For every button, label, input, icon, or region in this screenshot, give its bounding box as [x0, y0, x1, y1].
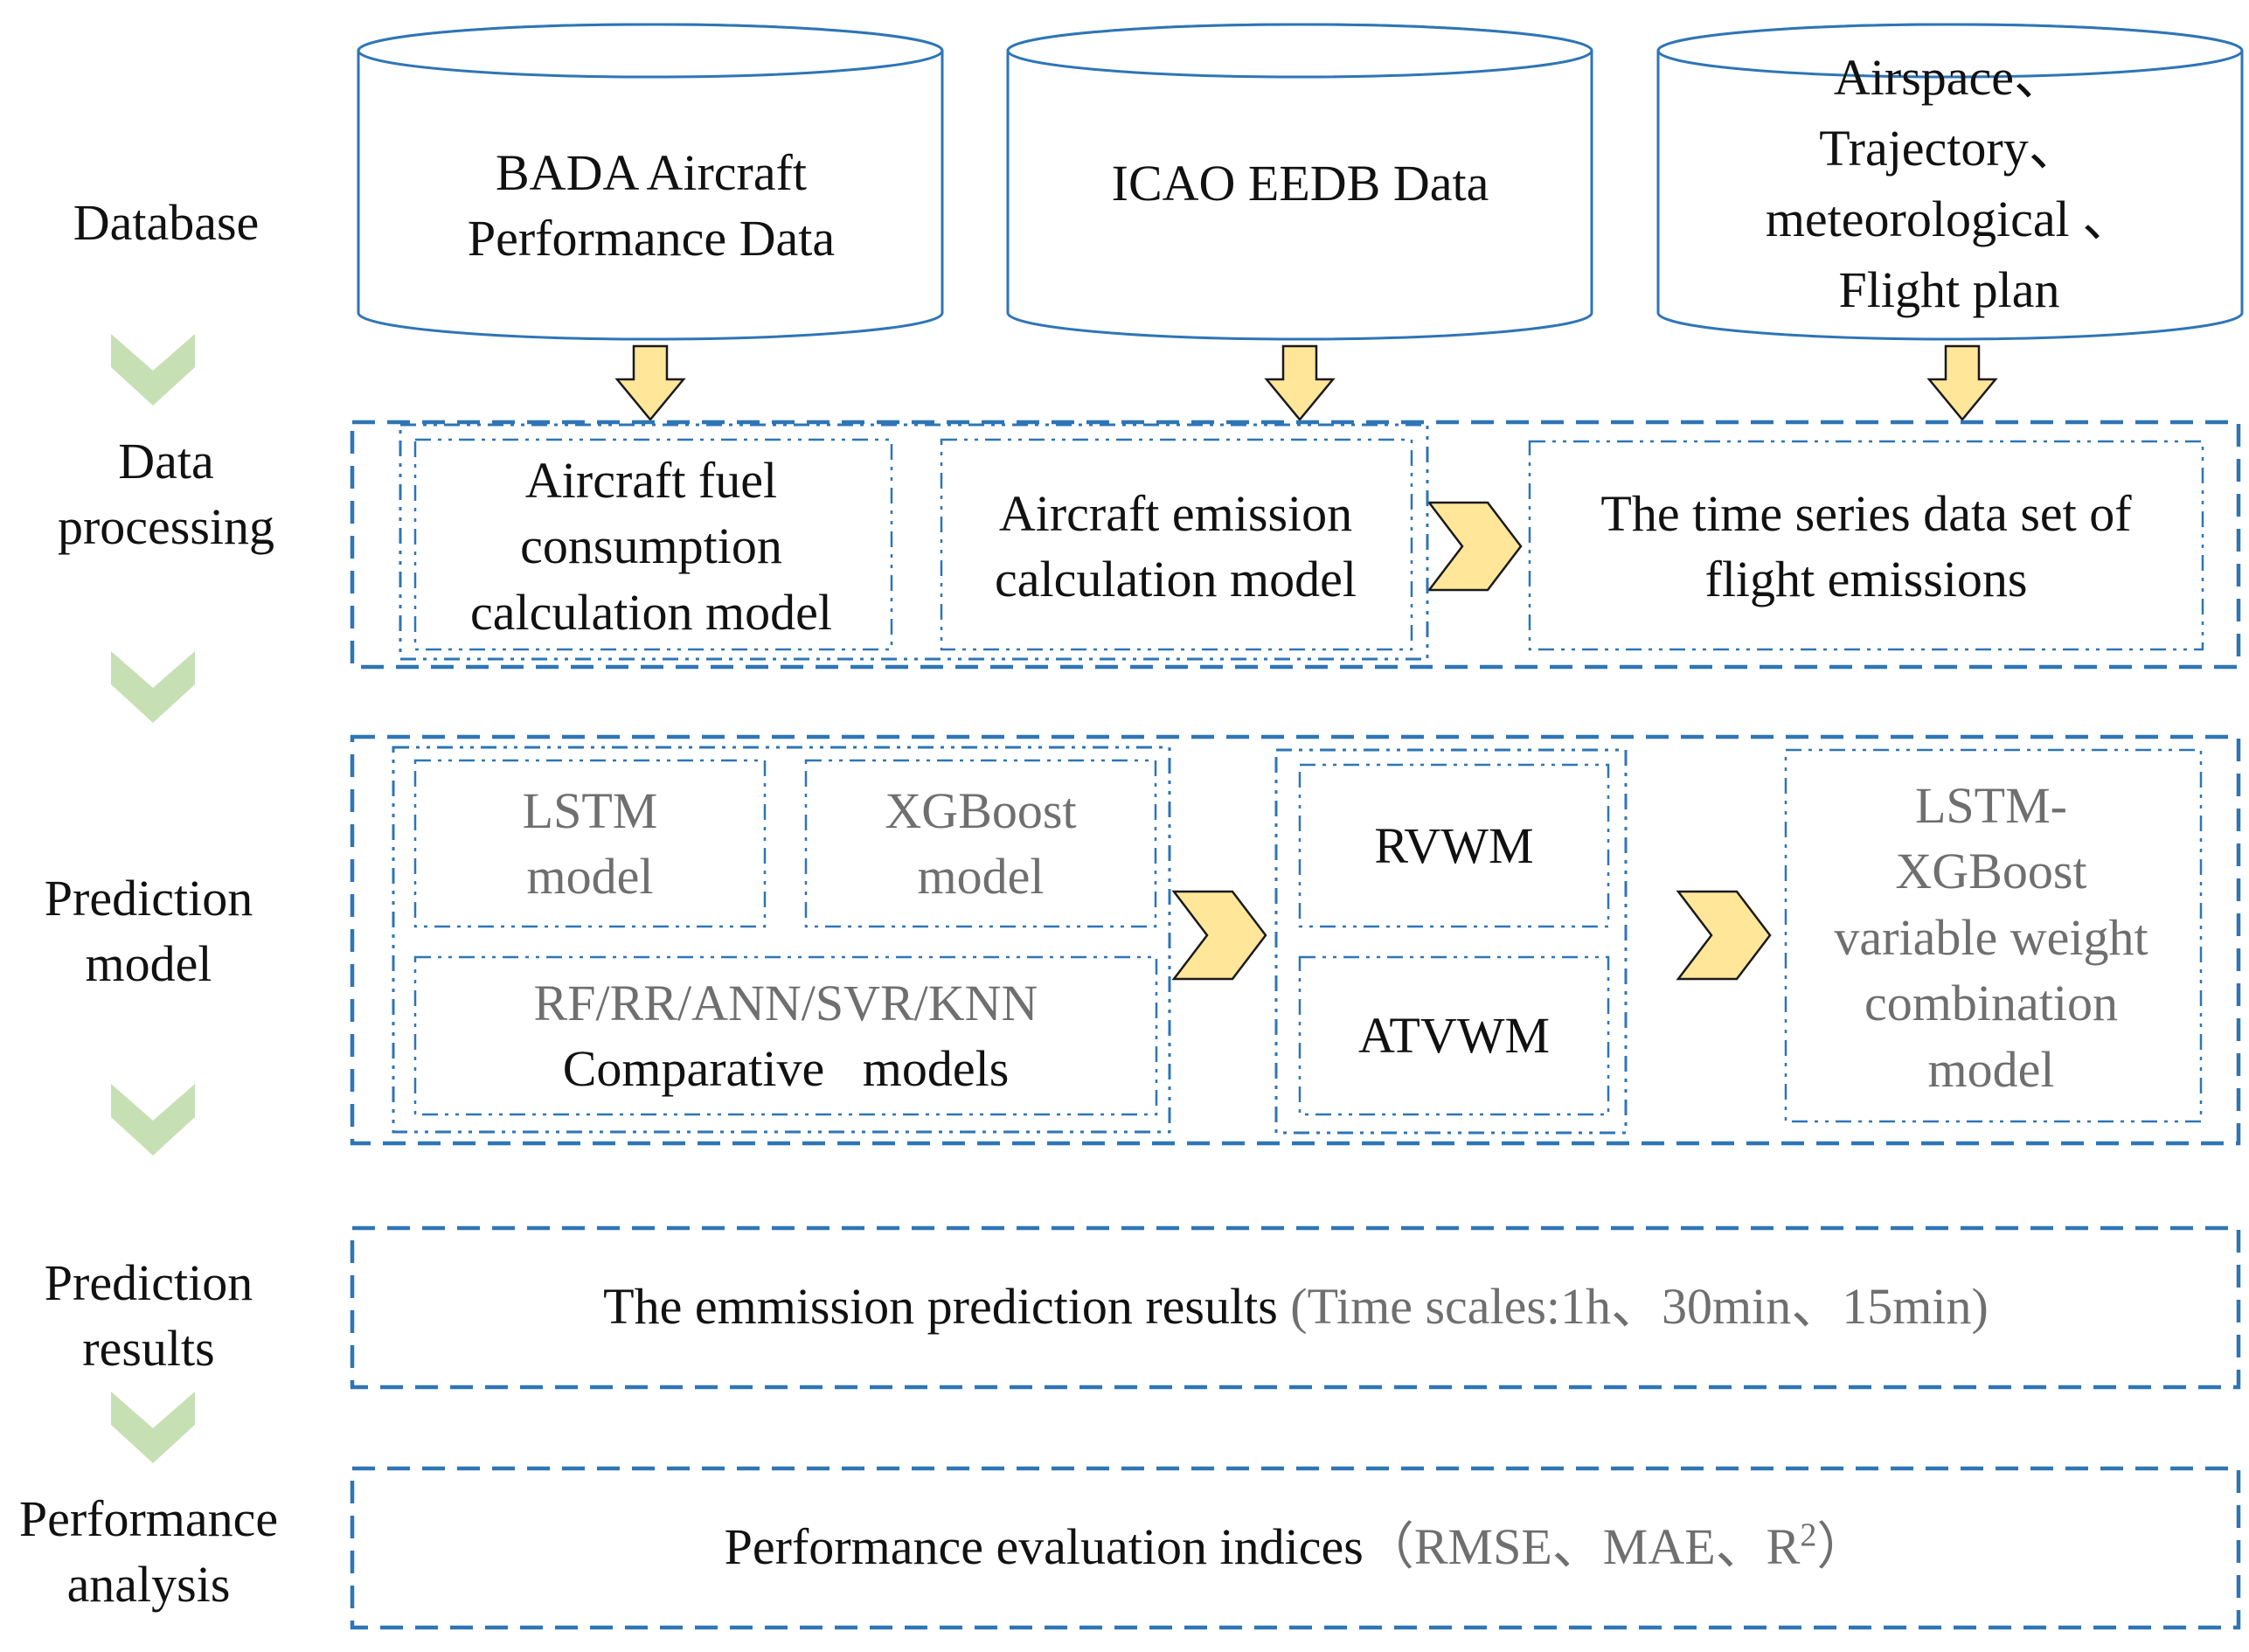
- down-arrow-bada: [614, 344, 686, 421]
- stage-label-database: Database: [73, 194, 260, 252]
- right-chevron-combination: [1676, 890, 1772, 981]
- atvwm-box: [1298, 955, 1610, 1116]
- down-arrow-airspace: [1926, 344, 1998, 421]
- base-models-group: [392, 746, 1171, 1134]
- database-airspace-label: Airspace、 Trajectory、 meteorological 、 F…: [1765, 48, 2134, 319]
- performance-analysis-box: [350, 1466, 2241, 1630]
- time-series-dataset-box: [1528, 440, 2204, 651]
- right-chevron-processing: [1426, 501, 1523, 592]
- stage-chevron-3: [111, 1084, 195, 1156]
- xgboost-model-box: [804, 759, 1157, 928]
- stage-chevron-4: [111, 1392, 195, 1463]
- right-chevron-models: [1171, 890, 1267, 981]
- xgboost-model-label: XGBoost model: [885, 781, 1077, 905]
- data-processing-outer-box: [350, 420, 2241, 670]
- data-processing-models-group: [399, 423, 1429, 661]
- down-arrow-icao: [1264, 344, 1336, 421]
- weighting-methods-group: [1274, 748, 1628, 1135]
- prediction-model-outer-box: [350, 734, 2241, 1146]
- stage-label-prediction-results: Prediction results: [44, 1253, 253, 1377]
- fuel-consumption-model-box: [413, 438, 893, 651]
- database-icao-cylinder-top: [1006, 23, 1593, 79]
- emission-calculation-model-box: [940, 438, 1413, 651]
- comparative-models-label: RF/RR/ANN/SVR/KNN Comparative models: [415, 957, 1156, 1114]
- combination-model-label: LSTM- XGBoost variable weight combinatio…: [1834, 777, 2148, 1098]
- prediction-results-box: [350, 1225, 2241, 1390]
- stage-chevron-2: [111, 651, 195, 723]
- lstm-model-label: LSTM model: [522, 781, 658, 905]
- time-series-dataset-label: The time series data set of flight emiss…: [1600, 484, 2132, 607]
- fuel-consumption-model-label: Aircraft fuel consumption calculation mo…: [470, 451, 832, 641]
- performance-indices-list: （RMSE、MAE、R2）: [1364, 1514, 1868, 1579]
- stage-label-performance-analysis: Performance analysis: [18, 1489, 279, 1613]
- stage-label-prediction-model: Prediction model: [44, 869, 253, 992]
- database-icao-label: ICAO EEDB Data: [1111, 155, 1489, 212]
- comparative-models-box: [413, 955, 1158, 1116]
- rvwm-label: RVWM: [1374, 816, 1534, 874]
- stage-label-data-processing: Data processing: [57, 432, 275, 555]
- comparative-models-list: RF/RR/ANN/SVR/KNN: [533, 974, 1038, 1031]
- atvwm-label: ATVWM: [1357, 1007, 1551, 1065]
- performance-indices-metrics: （RMSE、MAE、R: [1363, 1518, 1801, 1576]
- comparative-models-caption: Comparative models: [562, 1040, 1010, 1097]
- performance-indices-text: Performance evaluation indices（RMSE、MAE、…: [354, 1468, 2238, 1626]
- lstm-model-box: [413, 759, 767, 928]
- database-airspace-cylinder-top: [1656, 23, 2244, 79]
- database-bada-label: BADA Aircraft Performance Data: [467, 143, 836, 267]
- prediction-results-text: The emmission prediction results (Time s…: [354, 1228, 2238, 1385]
- emission-calculation-model-label: Aircraft emission calculation model: [995, 484, 1357, 607]
- r-squared-superscript: 2: [1800, 1517, 1817, 1554]
- rvwm-box: [1298, 763, 1610, 928]
- stage-chevron-1: [111, 334, 195, 406]
- prediction-results-time-scales: (Time scales:1h、30min、15min): [1290, 1278, 1989, 1336]
- performance-indices-main: Performance evaluation indices: [724, 1518, 1364, 1576]
- prediction-results-main: The emmission prediction results: [603, 1278, 1291, 1336]
- performance-indices-close: ）: [1816, 1518, 1868, 1576]
- database-bada-cylinder-top: [357, 23, 944, 79]
